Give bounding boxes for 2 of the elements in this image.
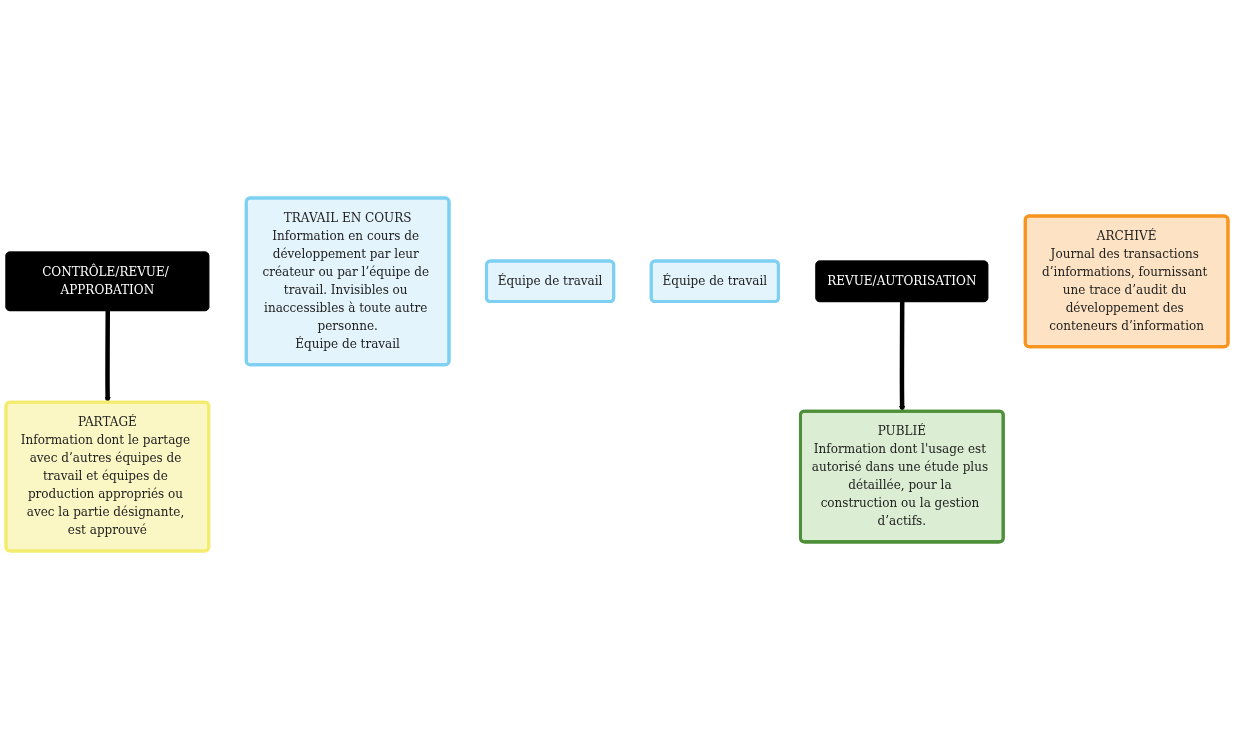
arrow — [898, 302, 906, 412]
arrow — [104, 311, 111, 403]
